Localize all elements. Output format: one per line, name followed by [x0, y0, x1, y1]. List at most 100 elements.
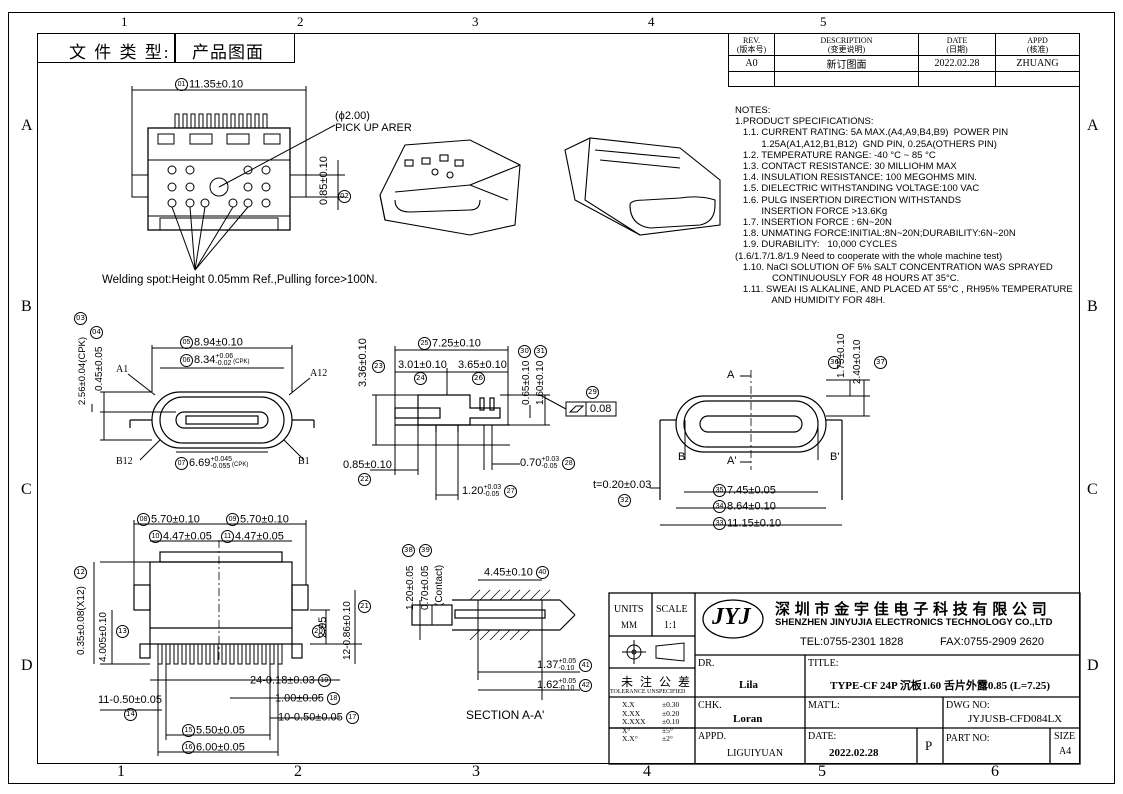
note-line: 1.5. DIELECTRIC WITHSTANDING VOLTAGE:100… — [735, 183, 980, 195]
dim-38-badge: 38 — [402, 544, 415, 557]
dim-06-sup: +0.06 — [215, 353, 234, 360]
grid-col-3-bottom: 3 — [472, 763, 480, 780]
dim-30-badge: 30 — [518, 345, 531, 358]
dim-07-sub: -0.055 — [210, 463, 231, 470]
note-line: INSERTION FORCE >13.6Kg — [735, 205, 888, 217]
note-line: 1.2. TEMPERATURE RANGE: -40 °C ~ 85 °C — [735, 149, 936, 161]
dim-18: 1.00±0.05 18 — [275, 692, 341, 705]
dim-36-badge: 36 — [828, 356, 841, 369]
material-label: MAT'L: — [808, 700, 840, 711]
dim-02-badge: 02 — [338, 190, 351, 203]
date-label: DATE: — [808, 731, 837, 742]
scale-value: 1:1 — [664, 620, 677, 631]
dim-27-sup: +0.03 — [483, 484, 502, 491]
appd-header-en: APPD — [1027, 35, 1048, 45]
dim-15-text: 5.50±0.05 — [196, 724, 245, 737]
dim-32: t=0.20±0.03 — [593, 479, 651, 491]
units-label: UNITS — [614, 604, 644, 615]
dim-32-badge: 32 — [618, 494, 631, 507]
grid-col-1-bottom: 1 — [117, 763, 125, 780]
units-value: MM — [621, 620, 638, 630]
drawing-number-value: JYJUSB-CFD084LX — [968, 713, 1063, 725]
dim-09-badge: 09 — [226, 513, 239, 526]
projection-symbol — [622, 640, 685, 664]
dim-29-badge: 29 — [586, 386, 599, 399]
grid-col-6-bottom: 6 — [991, 763, 999, 780]
iso-view-left — [379, 139, 521, 236]
doc-type-label: 文 件 类 型: — [69, 43, 171, 62]
dim-22-text: 0.85±0.10 — [343, 459, 392, 471]
dim-23-text: 3.36±0.10 — [357, 338, 369, 387]
dim-40-text: 4.45±0.10 — [484, 566, 533, 579]
rear-view-outline — [650, 370, 870, 526]
rev-header-en: REV. — [743, 35, 760, 45]
drawn-by-value: Lila — [739, 679, 758, 691]
dim-32-text: t=0.20±0.03 — [593, 479, 652, 491]
note-line: 1.10. NaCl SOLUTION OF 5% SALT CONCENTRA… — [735, 261, 1053, 273]
dim-05-text: 8.94±0.10 — [194, 336, 243, 349]
dim-37-badge: 37 — [874, 356, 887, 369]
note-line: 1.6. PULG INSERTION DIRECTION WITHSTANDS — [735, 194, 962, 206]
appd-header-cn: (核准) — [1026, 44, 1049, 54]
dim-38: 1.20±0.05 — [405, 566, 416, 610]
dim-41-sub: -0.10 — [558, 665, 575, 672]
tolerance-title-cn: 未 注 公 差 — [621, 675, 693, 689]
dim-11-badge: 11 — [221, 530, 234, 543]
dim-27-badge: 27 — [504, 484, 518, 498]
note-line: (1.6/1.7/1.8/1.9 Need to cooperate with … — [735, 250, 1003, 262]
date-header-cn: (日期) — [946, 44, 968, 54]
section-mark-b: B — [678, 451, 686, 463]
dim-28-text: 0.70 — [520, 456, 542, 469]
dim-20-badge: 20 — [312, 625, 325, 638]
size-value: A4 — [1059, 746, 1072, 757]
grid-row-b-right: B — [1087, 298, 1098, 315]
dim-40-badge: 40 — [535, 566, 549, 579]
note-line: 1.25A(A1,A12,B1,B12) GND PIN, 0.25A(OTHE… — [735, 138, 997, 150]
dim-24-text: 3.01±0.10 — [398, 359, 447, 371]
dim-33-badge: 33 — [713, 517, 726, 530]
dim-42-sup: +0.05 — [558, 678, 577, 685]
pickup-diameter: (ϕ2.00) — [335, 110, 370, 122]
rev-header-cn: (版本号) — [736, 44, 767, 54]
grid-row-b: B — [21, 298, 32, 315]
doc-type-value: 产品图面 — [192, 43, 264, 62]
dim-14-badge: 14 — [124, 708, 137, 721]
scale-label: SCALE — [656, 604, 688, 615]
note-line: NOTES: — [735, 105, 771, 116]
company-name-en: SHENZHEN JINYUJIA ELECTRONICS TECHNOLOGY… — [775, 617, 1053, 628]
dim-24-badge: 24 — [414, 372, 427, 385]
title-label: TITLE: — [808, 658, 839, 669]
dim-07-text: 6.69 — [189, 456, 211, 469]
dim-04-text: 0.45±0.05 — [94, 346, 105, 391]
dim-19: 24-0.18±0.03 19 — [250, 674, 332, 687]
dim-22: 0.85±0.10 — [343, 459, 392, 471]
dim-01-text: 11.35±0.10 — [189, 78, 244, 91]
sheet-p: P — [925, 738, 933, 753]
bottom-view-outline — [93, 520, 362, 756]
outer-border — [8, 12, 1115, 784]
tolerance-key: X.X° — [622, 734, 638, 743]
contact-label: (Contact) — [434, 565, 445, 606]
dim-41-badge: 41 — [579, 658, 593, 672]
dim-15-badge: 15 — [182, 724, 195, 737]
checked-by-value: Loran — [733, 713, 763, 725]
dim-40: 4.45±0.10 40 — [484, 566, 550, 579]
grid-row-a: A — [21, 117, 33, 134]
note-line: 1.4. INSULATION RESISTANCE: 100 MEGOHMS … — [735, 172, 977, 184]
dim-27: 1.20+0.03-0.05 27 — [462, 484, 518, 498]
grid-col-2: 2 — [297, 14, 304, 29]
note-line: 1.9. DURABILITY: 10,000 CYCLES — [735, 239, 898, 251]
company-name-cn: 深 圳 市 金 宇 佳 电 子 科 技 有 限 公 司 — [775, 602, 1048, 618]
dim-07-sup: +0.045 — [210, 456, 233, 463]
dim-04: 0.45±0.05 — [94, 347, 105, 391]
dim-04-badge: 04 — [90, 326, 103, 339]
dim-30: 0.65±0.10 — [521, 361, 532, 405]
